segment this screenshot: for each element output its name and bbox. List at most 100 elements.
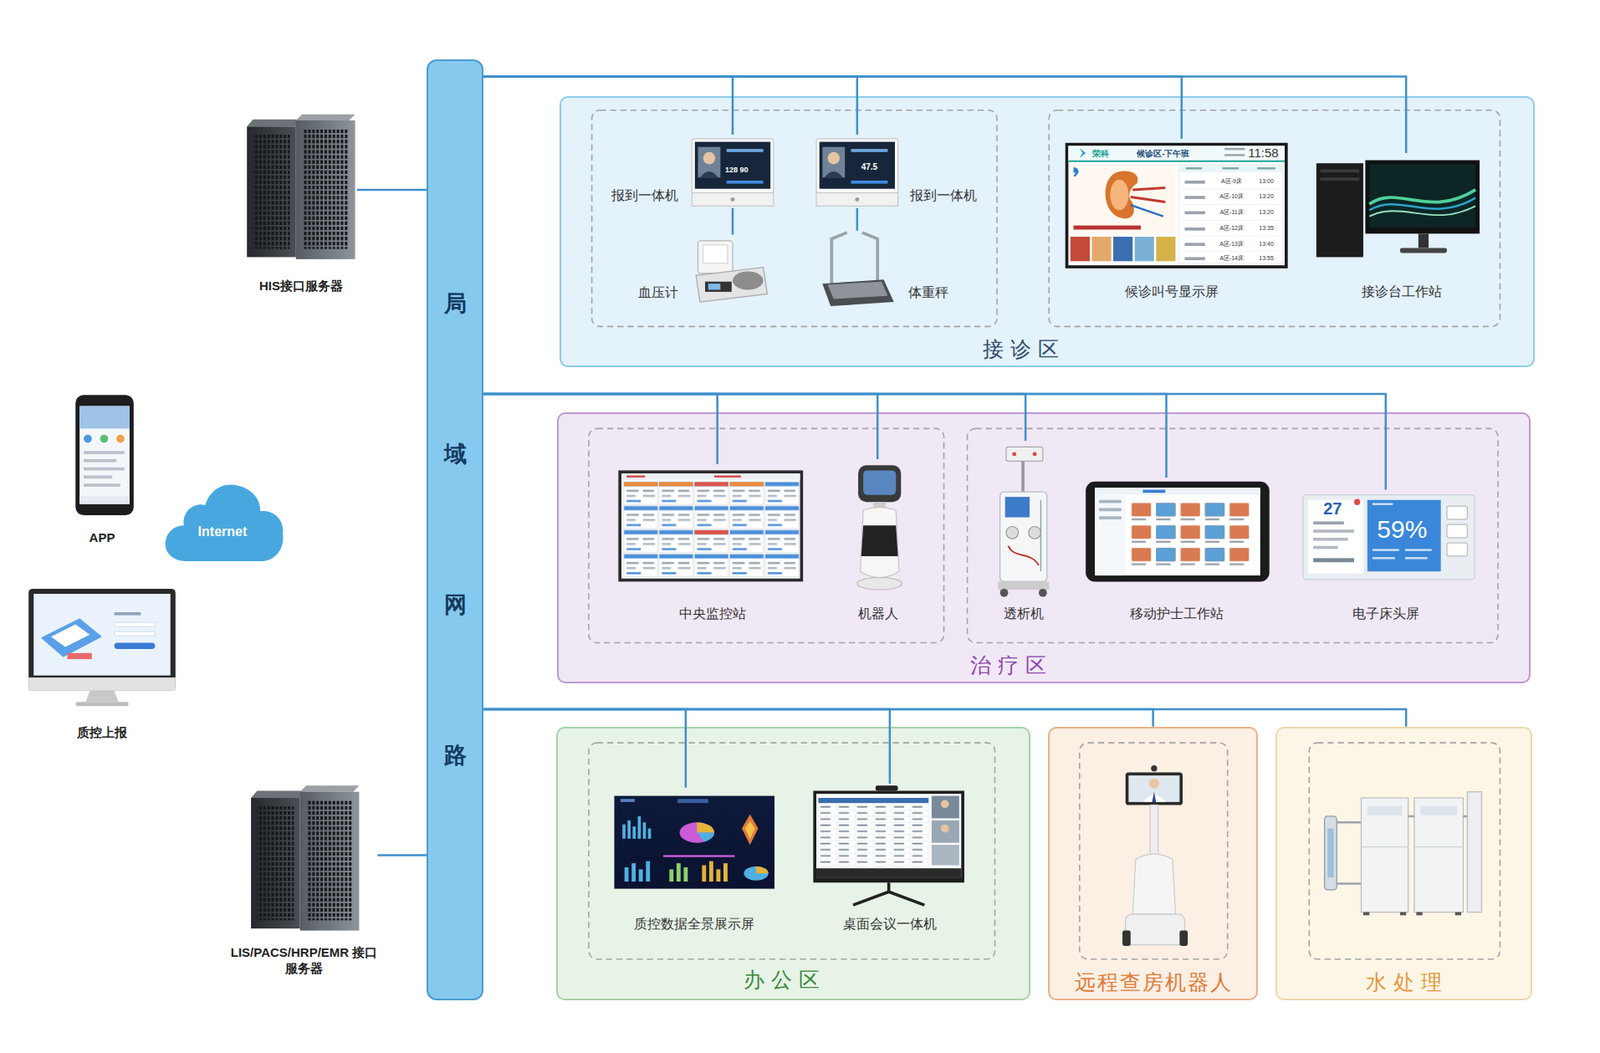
- conference-terminal: [931, 844, 960, 865]
- bedside-screen: [1303, 495, 1475, 580]
- network-link: [483, 709, 1153, 727]
- central-monitor-screen: [626, 475, 645, 478]
- service-robot: [861, 525, 899, 557]
- queue-display: [1224, 153, 1245, 156]
- bedside-screen: [1313, 546, 1338, 550]
- dashboard-screen: [632, 826, 636, 839]
- screen-text: A区-12床: [1219, 224, 1244, 232]
- blood-pressure-meter: [703, 245, 728, 264]
- queue-display: [1068, 145, 1285, 161]
- network-link: [357, 189, 427, 192]
- dashboard-screen: [613, 796, 775, 890]
- monitor-icon: [51, 624, 90, 648]
- network-link: [856, 208, 859, 231]
- screen-text: 13:00: [1258, 178, 1274, 185]
- water-treatment-unit: [1414, 797, 1464, 913]
- node-label: HIS接口服务器: [259, 278, 343, 294]
- blood-pressure-meter: [708, 283, 721, 290]
- bedside-screen: [1446, 506, 1468, 520]
- water-treatment-unit: [1415, 912, 1422, 916]
- rounds-robot: [1151, 792, 1156, 803]
- queue-display: [1178, 250, 1283, 252]
- dashboard-screen: [669, 869, 674, 882]
- bus-title: 局域网路: [444, 228, 467, 831]
- bedside-screen: [1354, 499, 1360, 506]
- tablet-device: [1094, 495, 1126, 576]
- dashboard-screen: [715, 869, 721, 882]
- monitor-icon: [67, 653, 93, 660]
- screen-text: 128 90: [725, 166, 749, 175]
- node-label: 报到一体机: [909, 188, 977, 205]
- dashboard-screen: [622, 824, 626, 839]
- node-label: APP: [89, 530, 116, 546]
- queue-display: [1224, 148, 1245, 150]
- rounds-robot: [1179, 930, 1188, 946]
- queue-display: [1130, 204, 1164, 216]
- server-rack: [246, 114, 355, 260]
- water-treatment-unit: [1361, 846, 1409, 848]
- tablet-device: [1099, 516, 1122, 520]
- dashboard-screen: [679, 822, 715, 843]
- central-monitor-screen: [730, 481, 764, 486]
- node-label: 透析机: [1003, 606, 1044, 623]
- phone-icon: [83, 483, 121, 487]
- dashboard-screen: [622, 816, 651, 839]
- dialysis-machine: [1006, 526, 1019, 540]
- server-rack: [250, 785, 359, 931]
- screen-text: A区-13床: [1219, 240, 1244, 248]
- queue-display: [1178, 235, 1283, 237]
- dialysis-machine: [1000, 491, 1048, 582]
- node-label: 质控上报: [76, 725, 128, 741]
- queue-display: [1184, 227, 1205, 231]
- workstation-pc: [1364, 160, 1480, 235]
- water-treatment-unit: [1455, 912, 1462, 916]
- dashboard-screen: [676, 863, 681, 882]
- queue-display: [1185, 167, 1203, 169]
- monitor-icon: [28, 588, 176, 691]
- zone-title: 办公区: [736, 966, 827, 992]
- phone-icon: [83, 450, 125, 455]
- monitor-icon: [75, 701, 128, 706]
- monitor-icon: [114, 612, 142, 616]
- queue-display: [1065, 143, 1289, 269]
- dashboard-screen: [696, 832, 715, 842]
- rounds-robot: [1132, 853, 1176, 915]
- service-robot: [857, 465, 903, 590]
- screen-text: A区-14床: [1219, 255, 1244, 262]
- queue-display: [1184, 180, 1205, 185]
- network-link: [483, 709, 1406, 727]
- queue-display: [1222, 167, 1240, 169]
- dashboard-screen: [701, 865, 706, 883]
- bedside-screen: [1405, 548, 1432, 551]
- bedside-screen: [1313, 557, 1355, 563]
- rounds-robot: [1150, 765, 1157, 772]
- conference-terminal: [817, 797, 929, 868]
- internet-cloud: Internet: [161, 477, 287, 563]
- node-label: 接诊台工作站: [1361, 283, 1442, 300]
- monitor-icon: [28, 677, 176, 691]
- dashboard-screen: [723, 863, 728, 882]
- service-robot: [858, 465, 901, 502]
- dashboard-screen: [669, 863, 688, 882]
- check-in-kiosk: [691, 138, 774, 207]
- dialysis-machine: [1028, 526, 1042, 540]
- conference-terminal: [931, 820, 960, 844]
- queue-display: [1109, 179, 1129, 211]
- bedside-screen: [1313, 529, 1355, 533]
- server-rack: [250, 785, 359, 931]
- dashboard-screen: [624, 867, 629, 882]
- water-treatment-unit: [1420, 806, 1457, 816]
- lan-bus: 局域网路: [426, 59, 484, 1001]
- node-label: 电子床头屏: [1352, 606, 1420, 623]
- water-treatment-unit: [1414, 846, 1464, 848]
- node-label: LIS/PACS/HRP/EMR 接口服务器: [226, 945, 382, 978]
- bedside-screen: [1446, 542, 1468, 557]
- zone-title: 远程查房机器人: [1073, 969, 1233, 995]
- cloud-shape: [161, 477, 287, 563]
- phone-icon: [100, 434, 109, 444]
- bedside-screen: [1313, 521, 1345, 525]
- workstation-pc: [1369, 189, 1476, 205]
- queue-display: [1257, 167, 1276, 169]
- screen-text: 13:20: [1258, 209, 1274, 216]
- conference-terminal: [816, 868, 962, 878]
